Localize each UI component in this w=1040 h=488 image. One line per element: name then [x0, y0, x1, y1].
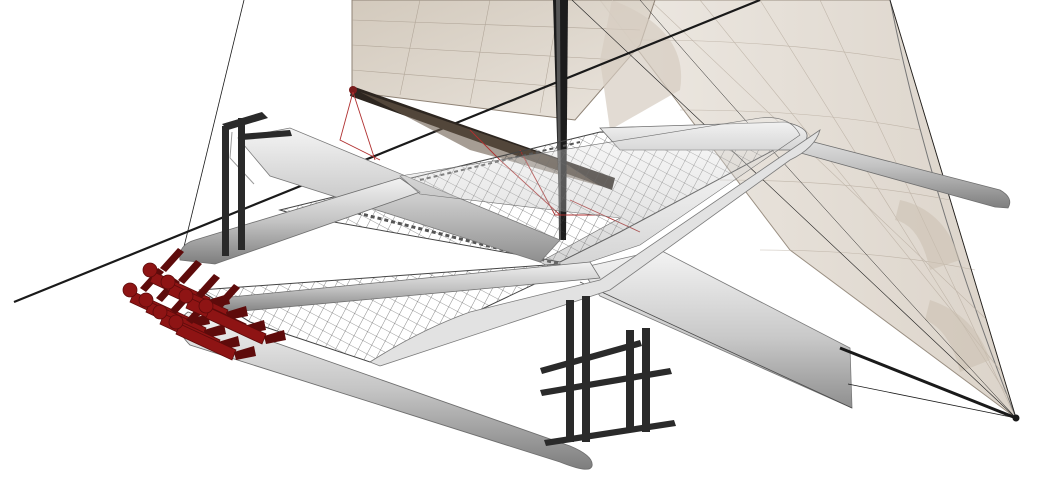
right-strut: [540, 296, 676, 446]
main-sail: [351, 0, 682, 130]
crew-figure: [198, 284, 286, 345]
jib-sail: [599, 0, 1017, 420]
rigging-lines: [13, 0, 1017, 419]
rudder-line: [839, 346, 1020, 422]
crew-group: [122, 248, 286, 361]
left-strut: [222, 112, 292, 256]
